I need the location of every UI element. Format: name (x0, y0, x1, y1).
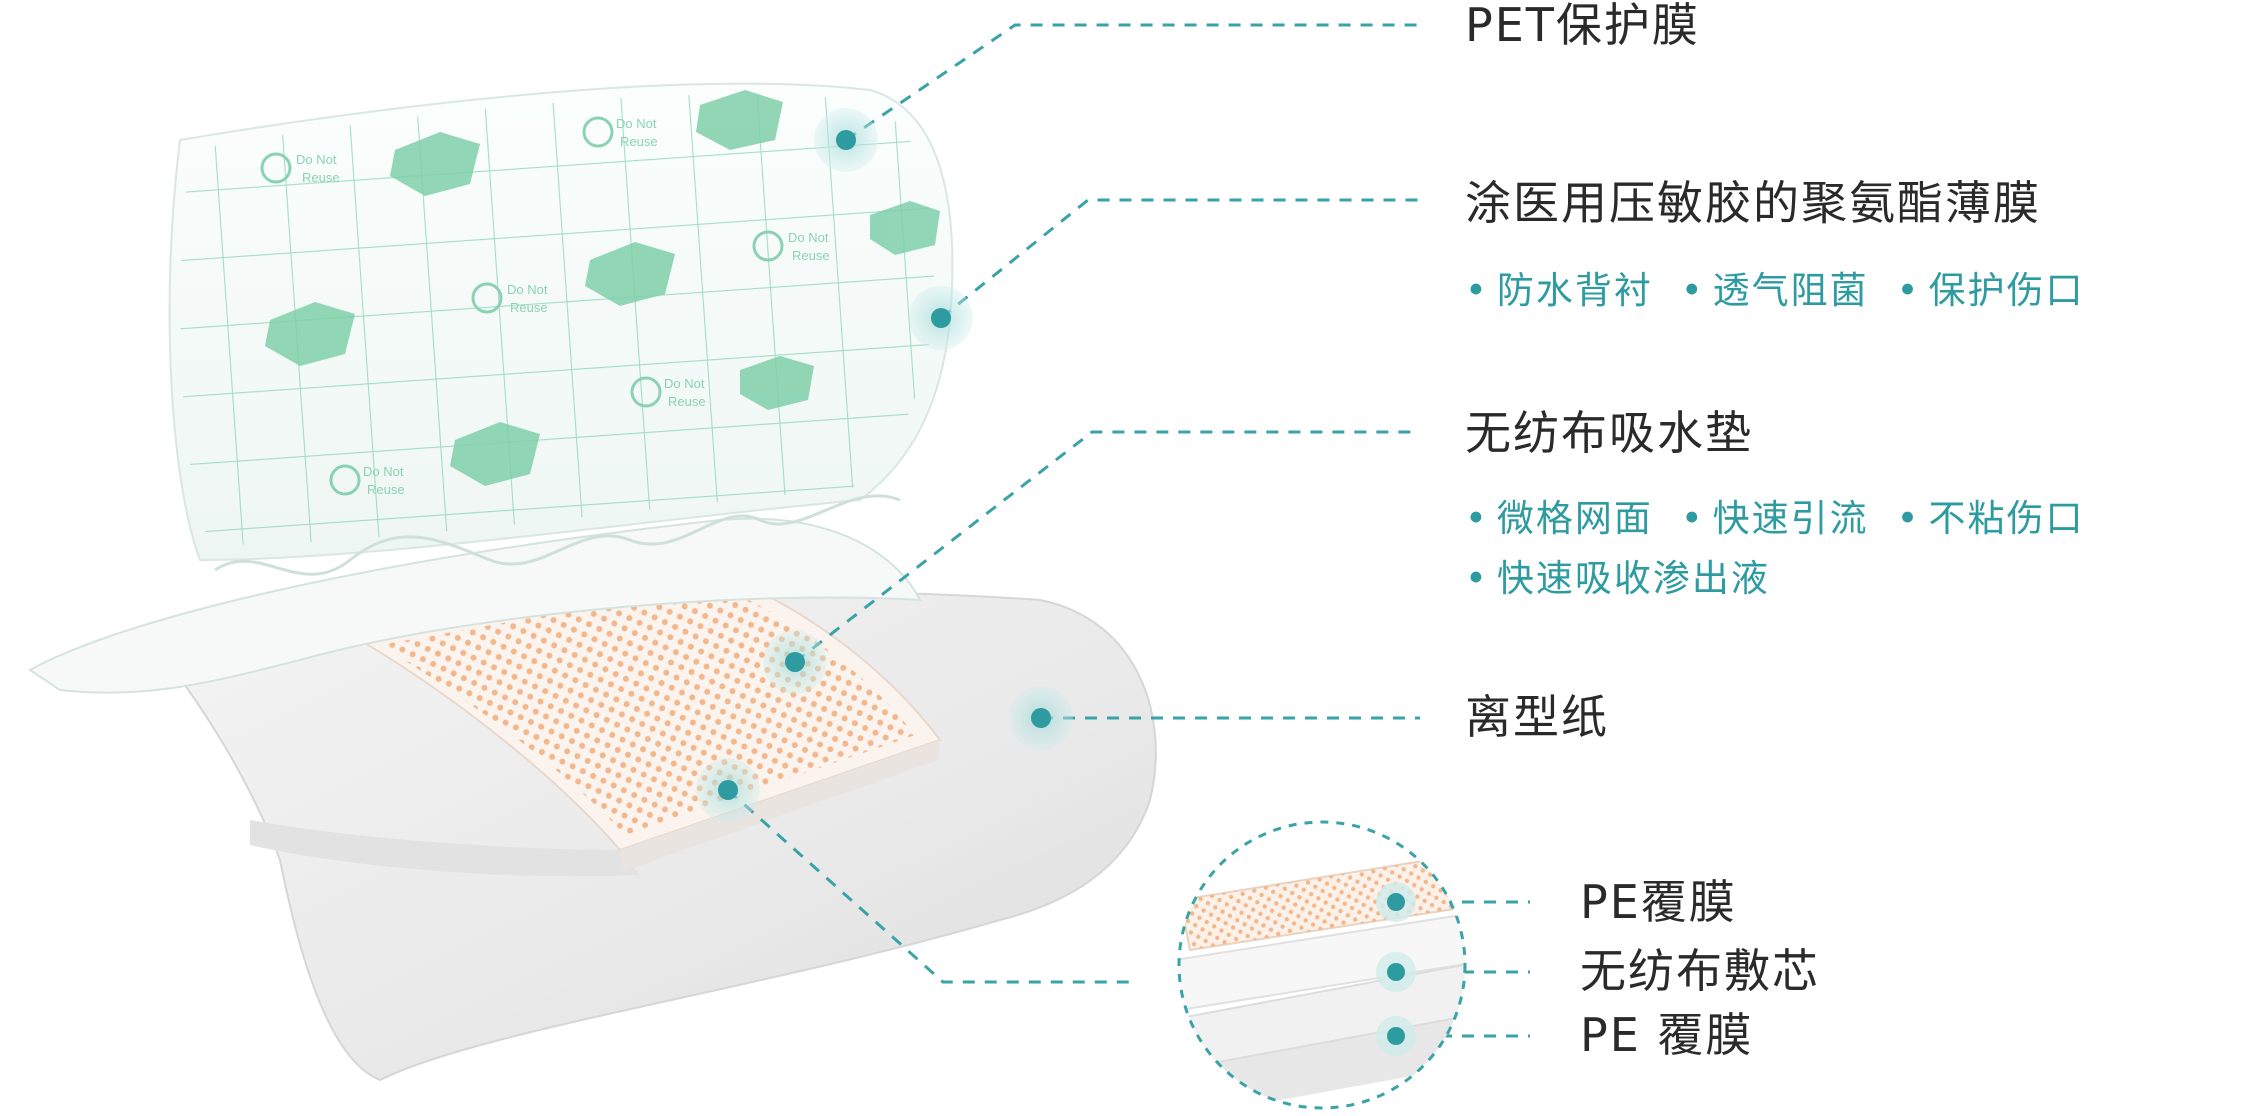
svg-text:Do Not: Do Not (507, 282, 548, 297)
svg-text:Reuse: Reuse (668, 394, 706, 409)
absorbent-pad-features-row1: 微格网面快速引流不粘伤口 (1465, 497, 2112, 540)
feature-item: 快速吸收渗出液 (1465, 557, 1770, 600)
svg-text:Do Not: Do Not (363, 464, 404, 479)
label-absorbent-pad: 无纺布吸水垫 (1465, 406, 1753, 460)
svg-text:Reuse: Reuse (510, 300, 548, 315)
feature-item: 透气阻菌 (1681, 269, 1869, 312)
absorbent-pad-edge (620, 740, 940, 872)
svg-text:Do Not: Do Not (664, 376, 705, 391)
absorbent-pad-features-row2: 快速吸收渗出液 (1465, 557, 1798, 600)
detail-label-core: 无纺布敷芯 (1580, 944, 1820, 998)
printed-hand-icons (265, 90, 940, 486)
pu-film-base (28, 517, 922, 694)
feature-item: 保护伤口 (1897, 269, 2085, 312)
detail-label-pe-top: PE覆膜 (1580, 875, 1737, 929)
feature-item: 不粘伤口 (1897, 497, 2085, 540)
feature-item: 快速引流 (1681, 497, 1869, 540)
svg-text:Do Not: Do Not (788, 230, 829, 245)
feature-item: 微格网面 (1465, 497, 1653, 540)
svg-text:Do Not: Do Not (296, 152, 337, 167)
pu-film-features: 防水背衬透气阻菌保护伤口 (1465, 269, 2112, 312)
pu-film-wave (214, 494, 901, 576)
callout-marker-pu-film (909, 286, 973, 350)
detail-marker-pe-top (1376, 882, 1416, 922)
svg-text:Do Not: Do Not (616, 116, 657, 131)
callout-marker-absorbent-pad (763, 630, 827, 694)
callout-marker-release-paper (1009, 686, 1073, 750)
release-paper-lip (250, 820, 640, 877)
pu-film-grid (180, 94, 934, 546)
feature-item: 防水背衬 (1465, 269, 1653, 312)
label-release-paper: 离型纸 (1465, 690, 1609, 744)
callout-marker-pet-film (814, 108, 878, 172)
detail-marker-pe-bottom (1376, 1016, 1416, 1056)
label-pet-film: PET保护膜 (1465, 0, 1700, 52)
detail-magnifier (1177, 820, 1467, 1110)
detail-marker-core (1376, 952, 1416, 992)
svg-text:Reuse: Reuse (620, 134, 658, 149)
svg-text:Reuse: Reuse (367, 482, 405, 497)
svg-text:Reuse: Reuse (792, 248, 830, 263)
svg-text:Reuse: Reuse (302, 170, 340, 185)
callout-marker-detail (696, 758, 760, 822)
label-pu-film: 涂医用压敏胶的聚氨酯薄膜 (1465, 176, 2041, 230)
detail-label-pe-bottom: PE 覆膜 (1580, 1008, 1754, 1062)
